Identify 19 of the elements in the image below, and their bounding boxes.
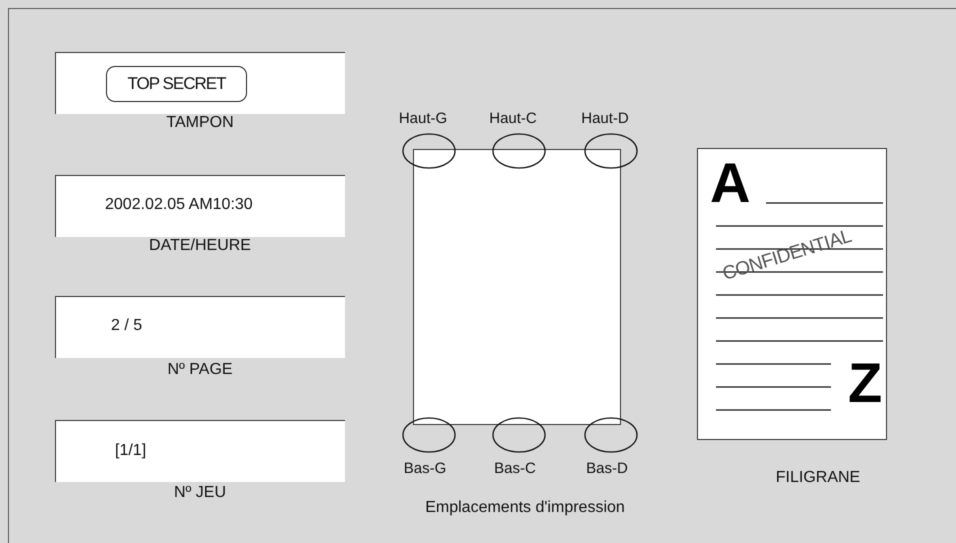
big-letter: Z (848, 355, 882, 411)
big-letter: A (710, 155, 750, 211)
sample-text: 2 / 5 (111, 317, 142, 335)
position-label: Haut-C (489, 110, 537, 127)
panel-caption: Nº PAGE (167, 361, 233, 379)
position-label: Bas-D (586, 460, 628, 477)
panel-caption: DATE/HEURE (149, 237, 251, 255)
area-caption: Emplacements d'impression (425, 499, 625, 517)
watermark-caption: FILIGRANE (776, 469, 860, 487)
sample-text: 2002.02.05 AM10:30 (105, 196, 253, 214)
position-label: Haut-D (581, 110, 629, 127)
stamp-frame: TOP SECRET (106, 66, 247, 102)
position-label: Bas-C (494, 460, 536, 477)
panel-caption: TAMPON (166, 114, 234, 132)
position-label: Bas-G (404, 460, 446, 477)
paper-sheet (413, 149, 621, 425)
sample-text: [1/1] (115, 442, 146, 460)
position-label: Haut-G (398, 110, 448, 127)
panel-caption: Nº JEU (174, 484, 226, 502)
